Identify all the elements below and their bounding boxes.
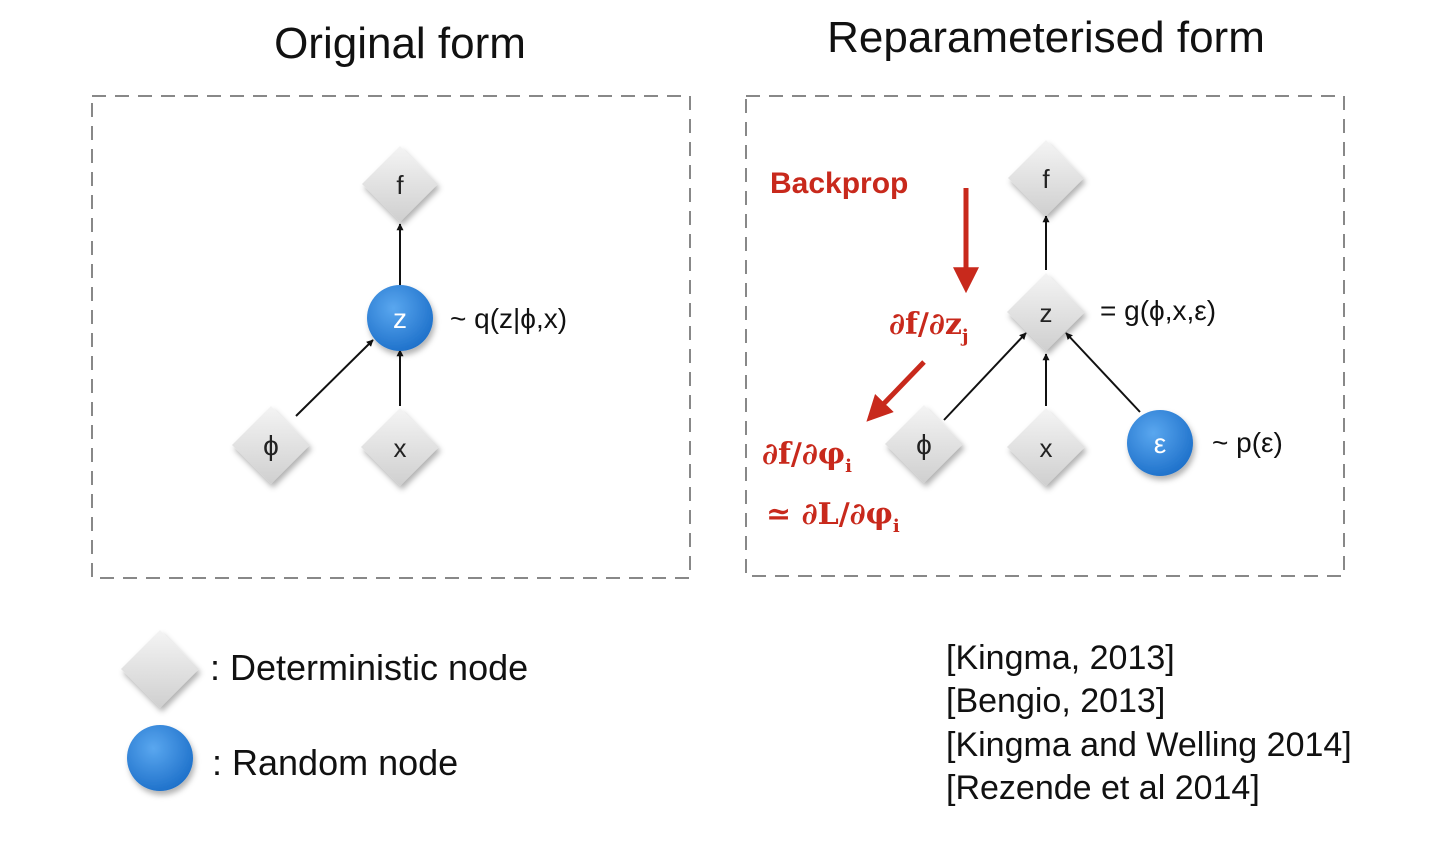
original-node-x: x xyxy=(361,408,439,486)
panel-reparameterised xyxy=(745,95,1345,577)
original-edges xyxy=(295,223,404,417)
title-original: Original form xyxy=(274,19,526,68)
reference-item: [Rezende et al 2014] xyxy=(946,769,1260,807)
reparam-node-x-label: x xyxy=(1040,433,1053,463)
reference-item: [Bengio, 2013] xyxy=(946,682,1165,720)
reparam-node-f-label: f xyxy=(1042,164,1050,194)
original-z-annotation: ~ q(z|ϕ,x) xyxy=(450,303,567,334)
references: [Kingma, 2013] [Bengio, 2013] [Kingma an… xyxy=(946,639,1352,807)
reparam-z-annotation: = g(ϕ,x,ε) xyxy=(1100,295,1216,326)
grad-f-phi-main: ∂f/∂φ xyxy=(762,437,845,472)
grad-f-z: ∂f/∂zj xyxy=(889,307,968,347)
original-node-z: z xyxy=(367,285,433,351)
grad-f-phi: ∂f/∂φi xyxy=(762,437,852,477)
original-node-z-label: z xyxy=(393,303,407,334)
reparam-node-f: f xyxy=(1008,140,1084,216)
edge-eps-to-z xyxy=(1065,332,1141,413)
grad-l-phi-main: ≃ ∂L/∂φ xyxy=(766,497,893,532)
edge-phi-to-z xyxy=(295,339,374,417)
grad-l-phi-sub: i xyxy=(893,516,900,537)
reparam-node-eps-label: ε xyxy=(1154,428,1166,459)
legend-deterministic-icon xyxy=(121,630,199,708)
backprop-label: Backprop xyxy=(770,167,908,200)
title-reparameterised: Reparameterised form xyxy=(827,13,1265,62)
reparam-node-phi: ϕ xyxy=(885,405,963,483)
reparam-edges xyxy=(943,215,1141,421)
reparam-node-phi-label: ϕ xyxy=(916,429,932,460)
legend: : Deterministic node : Random node xyxy=(121,630,528,791)
original-node-f-label: f xyxy=(396,170,404,200)
legend-random-label: : Random node xyxy=(212,742,458,783)
grad-f-phi-sub: i xyxy=(845,456,852,477)
reference-item: [Kingma and Welling 2014] xyxy=(946,726,1352,764)
reparam-eps-annotation: ~ p(ε) xyxy=(1212,427,1283,458)
grad-l-phi: ≃ ∂L/∂φi xyxy=(766,497,900,537)
legend-deterministic-label: : Deterministic node xyxy=(210,647,528,688)
panel-original xyxy=(91,95,691,579)
edge-phi-to-z-reparam xyxy=(943,332,1027,421)
original-node-phi: ϕ xyxy=(232,406,310,484)
grad-f-z-main: ∂f/∂z xyxy=(889,307,962,342)
backprop-arrow-diag xyxy=(866,360,926,422)
legend-random-icon xyxy=(127,725,193,791)
reparam-node-z: z xyxy=(1007,273,1085,351)
reparam-node-eps: ε xyxy=(1127,410,1193,476)
reparam-node-x: x xyxy=(1007,408,1085,486)
reparam-node-z-label: z xyxy=(1040,298,1053,328)
original-node-phi-label: ϕ xyxy=(263,430,279,461)
original-node-x-label: x xyxy=(394,433,407,463)
reference-item: [Kingma, 2013] xyxy=(946,639,1175,677)
original-node-f: f xyxy=(362,146,438,222)
grad-f-z-sub: j xyxy=(960,326,969,347)
